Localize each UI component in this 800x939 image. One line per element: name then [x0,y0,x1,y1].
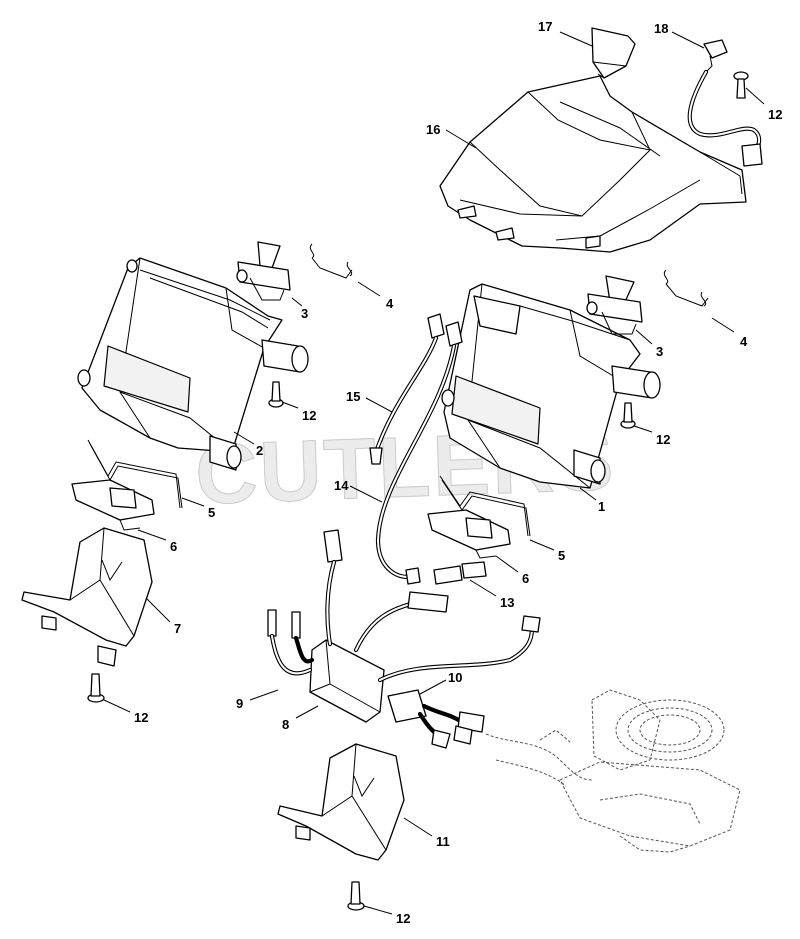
part-8-control-module [309,639,385,723]
part-17-cap [591,27,636,79]
part-14-cable [375,343,457,585]
part-6-left-switch [71,479,155,531]
part-12-screw-top [733,71,749,99]
callout-11: 11 [436,834,450,849]
part-2-left-cartridge [77,257,309,471]
callout-5-right: 5 [558,548,565,563]
callout-4-right: 4 [740,334,748,349]
callout-3-right: 3 [656,344,663,359]
part-10-plug-bundle [387,689,485,749]
callout-labels: 17 18 12 16 3 4 4 3 12 15 12 2 1 14 5 5 … [134,19,782,926]
callout-5-left: 5 [208,505,215,520]
part-4-left-spring [309,243,353,279]
callout-12-bottom: 12 [396,911,410,926]
callout-14: 14 [334,478,349,493]
part-12-screw-bottom-left [87,673,105,703]
part-3-left-latch [236,241,291,301]
part-11-bottom-bracket [277,743,405,861]
part-18-switch [687,39,763,167]
part-4-right-spring [663,269,709,307]
part-7-left-bracket [21,527,153,667]
callout-7: 7 [174,621,181,636]
part-9-sensor-lead [267,609,315,676]
part-12-screw-mid-left [268,381,284,408]
part-6-right-switch [427,509,511,559]
part-1-right-cartridge [441,283,661,489]
callout-6-left: 6 [170,539,177,554]
callout-18: 18 [654,21,668,36]
callout-12-mid-left: 12 [302,408,316,423]
ghost-motor-assembly [485,689,741,853]
callout-10: 10 [448,670,462,685]
part-5-left-rod [87,439,183,509]
part-16-top-housing [439,75,747,253]
callout-2: 2 [256,443,263,458]
part-15-cable [369,313,463,465]
part-12-screw-mid-right [620,402,636,429]
callout-12-mid-right: 12 [656,432,670,447]
callout-12-top: 12 [768,107,782,122]
callout-4-left: 4 [386,296,394,311]
callout-15: 15 [346,389,360,404]
callout-13: 13 [500,595,514,610]
callout-3-left: 3 [301,306,308,321]
callout-17: 17 [538,19,552,34]
callout-6-right: 6 [522,571,529,586]
leader-lines [103,31,765,915]
part-5-right-rod [439,475,531,537]
harness-wires [323,529,541,683]
callout-16: 16 [426,122,440,137]
part-12-screw-bottom [347,881,365,911]
callout-8: 8 [282,717,289,732]
callout-9: 9 [236,696,243,711]
part-3-right-latch [586,275,643,335]
part-13-connector [433,561,487,585]
callout-12-bottom-left: 12 [134,710,148,725]
callout-1: 1 [598,499,605,514]
